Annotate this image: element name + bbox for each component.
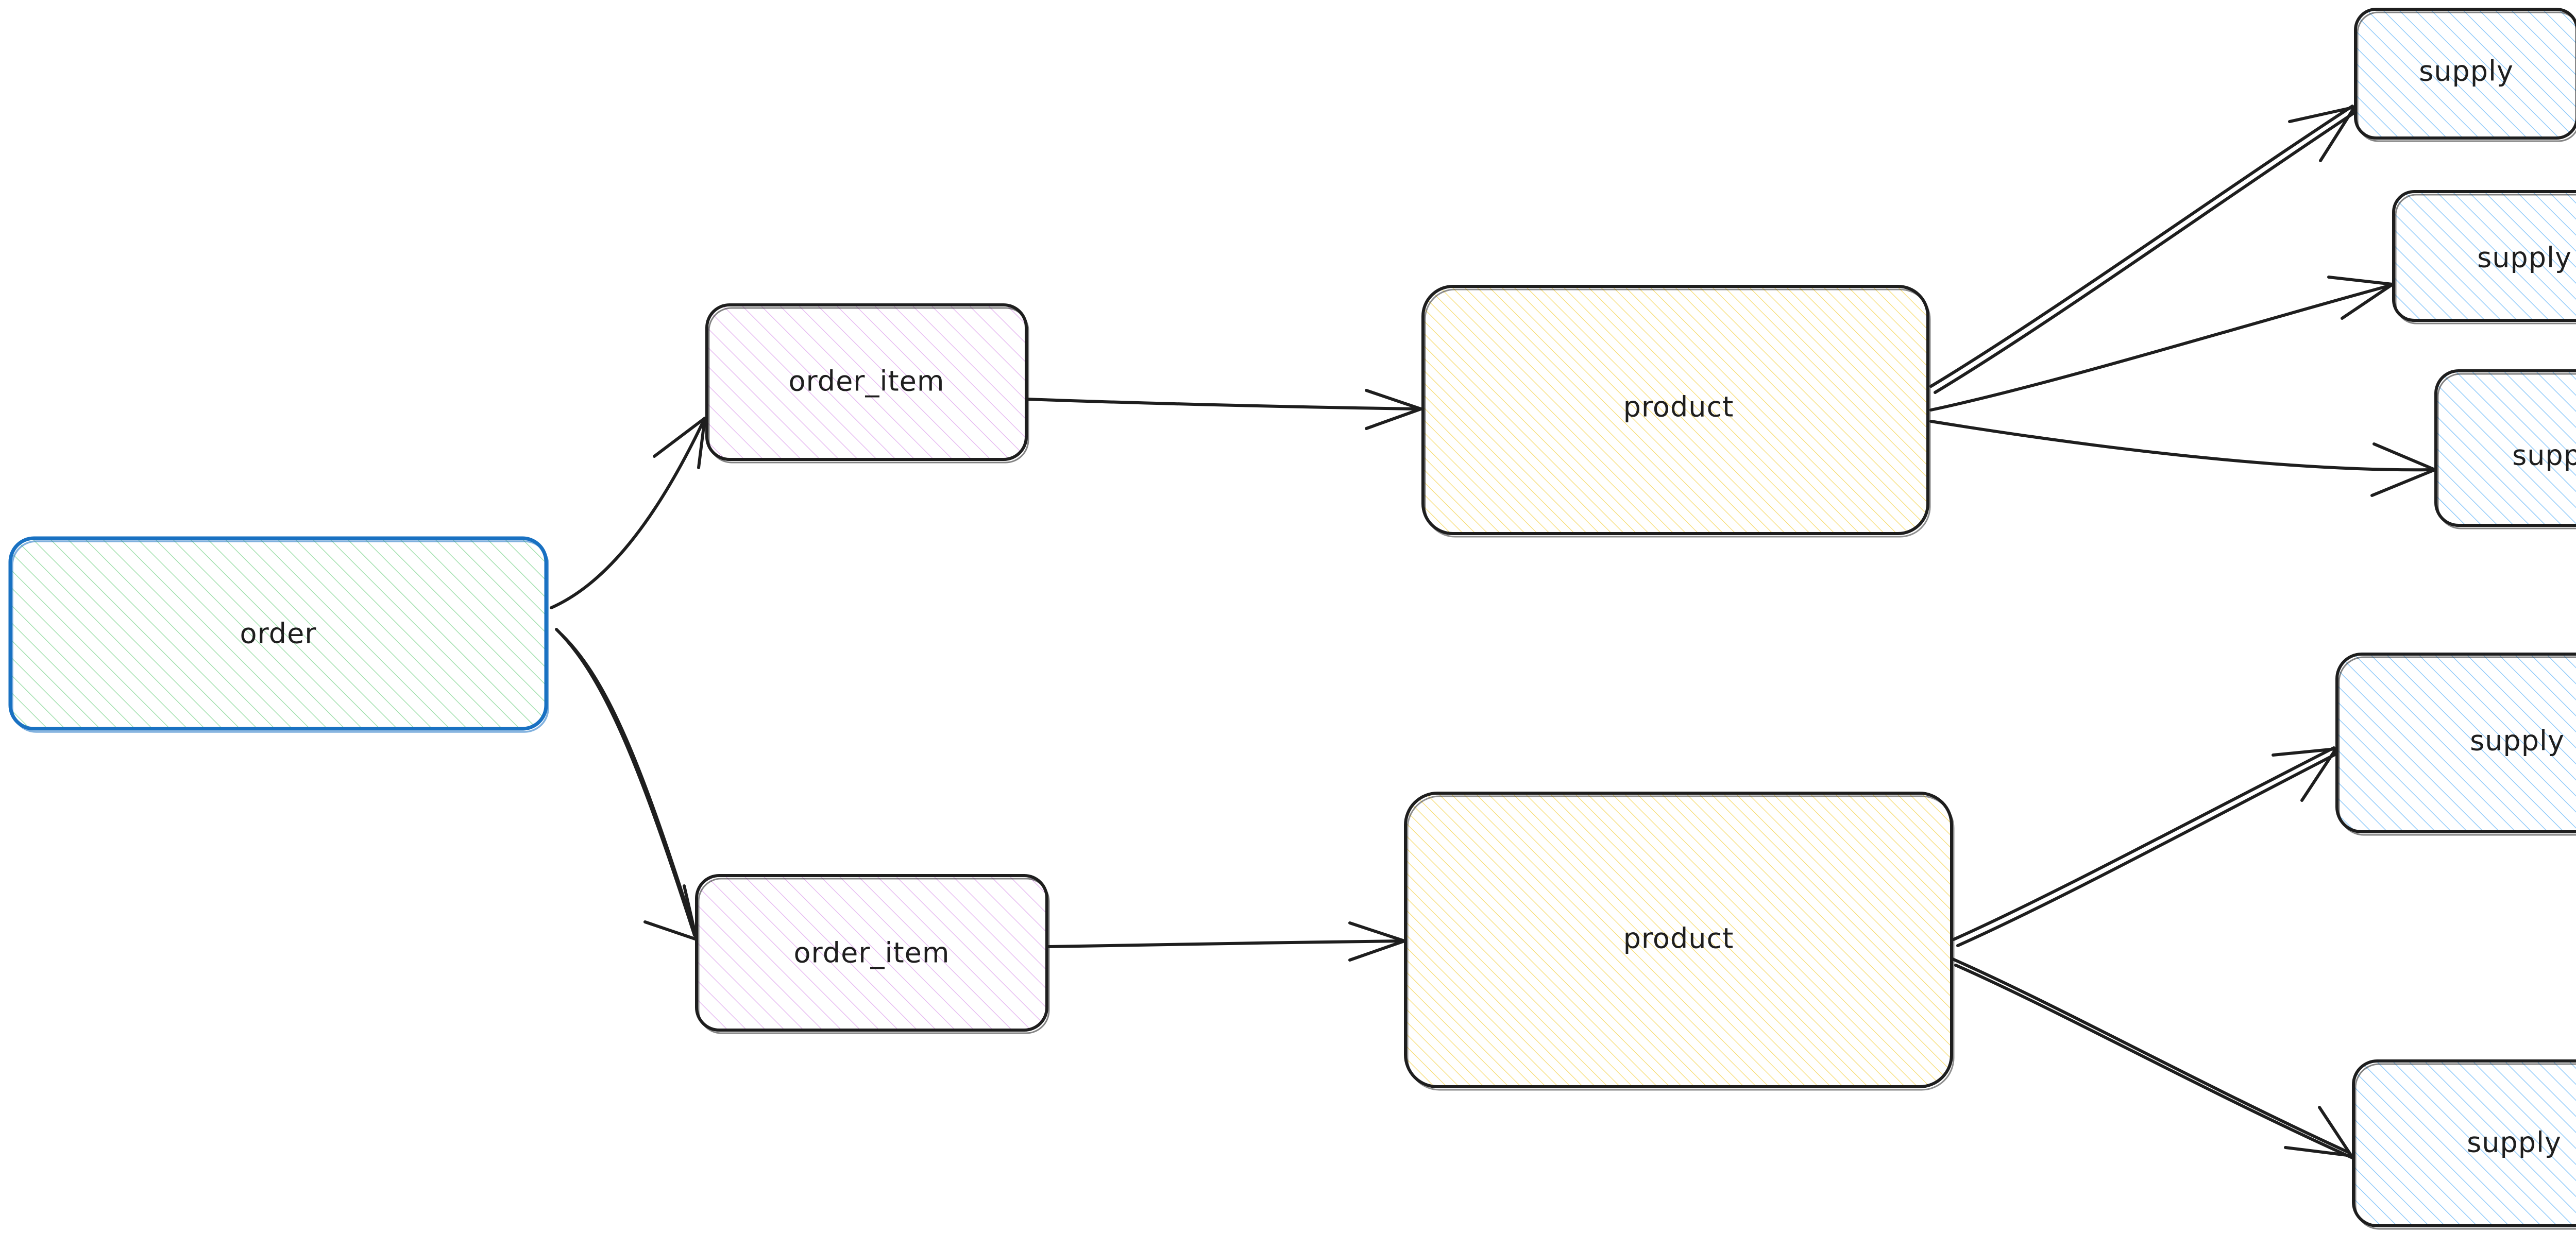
node-supply-5-sketch-overstroke — [2354, 1063, 2576, 1230]
node-order-item-2[interactable]: order_item — [695, 874, 1050, 1034]
node-order-sketch-overstroke — [11, 540, 549, 733]
node-order-label: order — [240, 618, 317, 650]
node-order-item-1-shape — [705, 303, 1028, 461]
node-supply-2-sketch-overstroke — [2395, 194, 2576, 324]
node-product-2-shape — [1404, 792, 1953, 1088]
node-product-1-sketch-overstroke — [1424, 288, 1931, 538]
node-supply-3-label: supply — [2512, 439, 2576, 472]
node-product-1-shape — [1421, 285, 1929, 535]
edge-product-1-to-supply-2[interactable] — [1929, 276, 2394, 412]
node-order[interactable]: order — [8, 536, 549, 733]
node-supply-2-shape — [2392, 190, 2576, 322]
node-supply-5-label: supply — [2467, 1126, 2562, 1159]
node-order-shape — [8, 536, 548, 731]
edge-product-1-to-supply-3[interactable] — [1929, 420, 2436, 497]
edge-product-1-to-supply-1[interactable] — [1929, 105, 2358, 394]
node-supply-3-sketch-overstroke — [2437, 373, 2576, 529]
node-order-item-2-shape — [695, 874, 1048, 1032]
node-order-item-2-sketch-overstroke — [698, 878, 1050, 1034]
node-supply-1-label: supply — [2419, 55, 2514, 88]
edge-order-to-order-item-1[interactable] — [550, 417, 706, 609]
node-supply-5[interactable]: supply — [2352, 1059, 2576, 1230]
node-order-item-1-label: order_item — [789, 365, 945, 398]
edge-layer — [550, 105, 2436, 1159]
edge-order-item-2-to-product-2[interactable] — [1047, 921, 1406, 962]
edge-order-to-order-item-2[interactable] — [555, 628, 698, 941]
node-supply-1[interactable]: supply — [2354, 8, 2576, 142]
edge-product-2-to-supply-5[interactable] — [1951, 957, 2354, 1159]
node-supply-4-label: supply — [2470, 725, 2565, 757]
node-supply-4[interactable]: supply — [2335, 653, 2576, 836]
edge-product-2-to-supply-4[interactable] — [1952, 746, 2340, 947]
node-order-item-2-label: order_item — [794, 937, 950, 969]
node-supply-2-label: supply — [2477, 242, 2572, 274]
edge-order-item-1-to-product-1[interactable] — [1026, 389, 1422, 430]
node-supply-3-shape — [2434, 369, 2576, 527]
node-product-2-sketch-overstroke — [1406, 795, 1955, 1091]
node-supply-4-shape — [2335, 653, 2576, 833]
node-order-item-1[interactable]: order_item — [705, 303, 1029, 464]
node-supply-2[interactable]: supply — [2392, 190, 2576, 324]
node-product-1[interactable]: product — [1421, 285, 1931, 538]
node-supply-3[interactable]: supply — [2434, 369, 2576, 529]
node-product-2-label: product — [1623, 922, 1734, 955]
node-supply-4-sketch-overstroke — [2338, 656, 2576, 836]
node-product-2[interactable]: product — [1404, 792, 1955, 1091]
node-supply-1-sketch-overstroke — [2357, 11, 2576, 142]
node-supply-5-shape — [2352, 1059, 2576, 1227]
node-order-item-1-sketch-overstroke — [708, 307, 1029, 464]
node-supply-1-shape — [2354, 8, 2576, 140]
node-product-1-label: product — [1623, 391, 1734, 423]
